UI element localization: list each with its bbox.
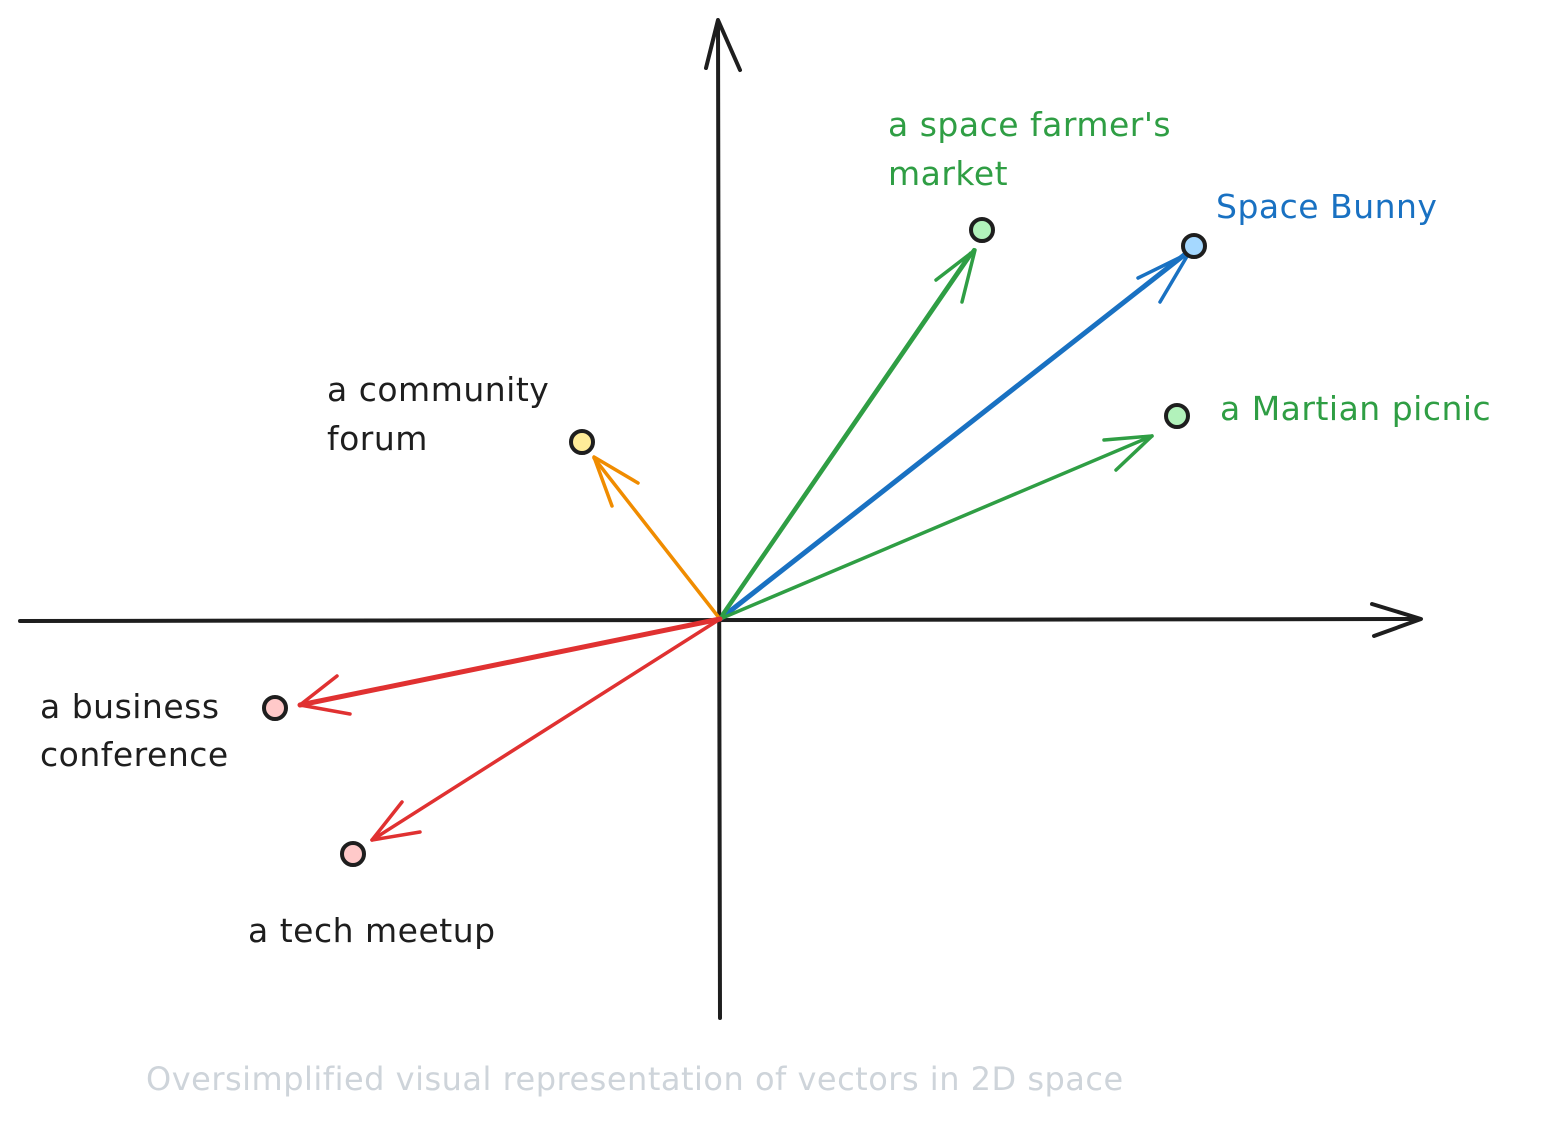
point-space-farmers-market <box>969 217 995 243</box>
label-community-forum-line1: a community <box>327 370 549 409</box>
vector-community-forum <box>592 455 722 621</box>
label-community-forum-line2: forum <box>327 419 428 458</box>
vector-space-farmers-market-shaft-double <box>720 251 972 616</box>
vector-community-forum-arrowhead <box>592 455 640 508</box>
caption: Oversimplified visual representation of … <box>146 1060 1124 1098</box>
vector-business-conference-arrowhead <box>298 674 352 716</box>
points <box>262 217 1207 867</box>
vector-space-farmers-market-arrowhead <box>934 248 977 304</box>
label-space-farmers-market-line2: market <box>888 154 1008 193</box>
vector-space-farmers-market-shaft <box>718 248 976 621</box>
vector-business-conference-shaft <box>297 616 723 708</box>
point-tech-meetup <box>340 841 366 867</box>
vector-community-forum-shaft <box>592 456 722 621</box>
point-martian-picnic <box>1164 403 1190 429</box>
label-business-conference-line2: conference <box>40 735 229 774</box>
vector-tech-meetup <box>370 617 722 842</box>
vector-space-bunny <box>717 249 1191 622</box>
y-axis <box>716 20 722 1020</box>
vector-tech-meetup-shaft <box>370 617 722 842</box>
vector-business-conference <box>297 616 723 716</box>
label-tech-meetup: a tech meetup <box>248 911 496 950</box>
label-business-conference-line1: a business <box>40 687 220 726</box>
vector-martian-picnic-shaft <box>718 434 1154 621</box>
label-space-farmers-market-line1: a space farmer's <box>888 105 1171 144</box>
vectors <box>297 248 1191 842</box>
point-business-conference <box>262 695 288 721</box>
vector-tech-meetup-arrowhead <box>370 800 422 842</box>
vector-martian-picnic-arrowhead <box>1102 434 1154 472</box>
vector-space-bunny-shaft <box>717 249 1191 622</box>
point-space-bunny <box>1181 233 1207 259</box>
point-community-forum <box>569 429 595 455</box>
label-space-bunny: Space Bunny <box>1216 187 1437 226</box>
label-martian-picnic: a Martian picnic <box>1220 389 1491 428</box>
vector-martian-picnic <box>718 434 1154 621</box>
axes <box>18 18 1423 1020</box>
x-axis-arrowhead <box>1370 602 1423 638</box>
y-axis-arrowhead <box>704 18 742 72</box>
vector-space-farmers-market <box>718 248 977 621</box>
labels: Space Bunny a space farmer's market a Ma… <box>40 105 1491 1098</box>
